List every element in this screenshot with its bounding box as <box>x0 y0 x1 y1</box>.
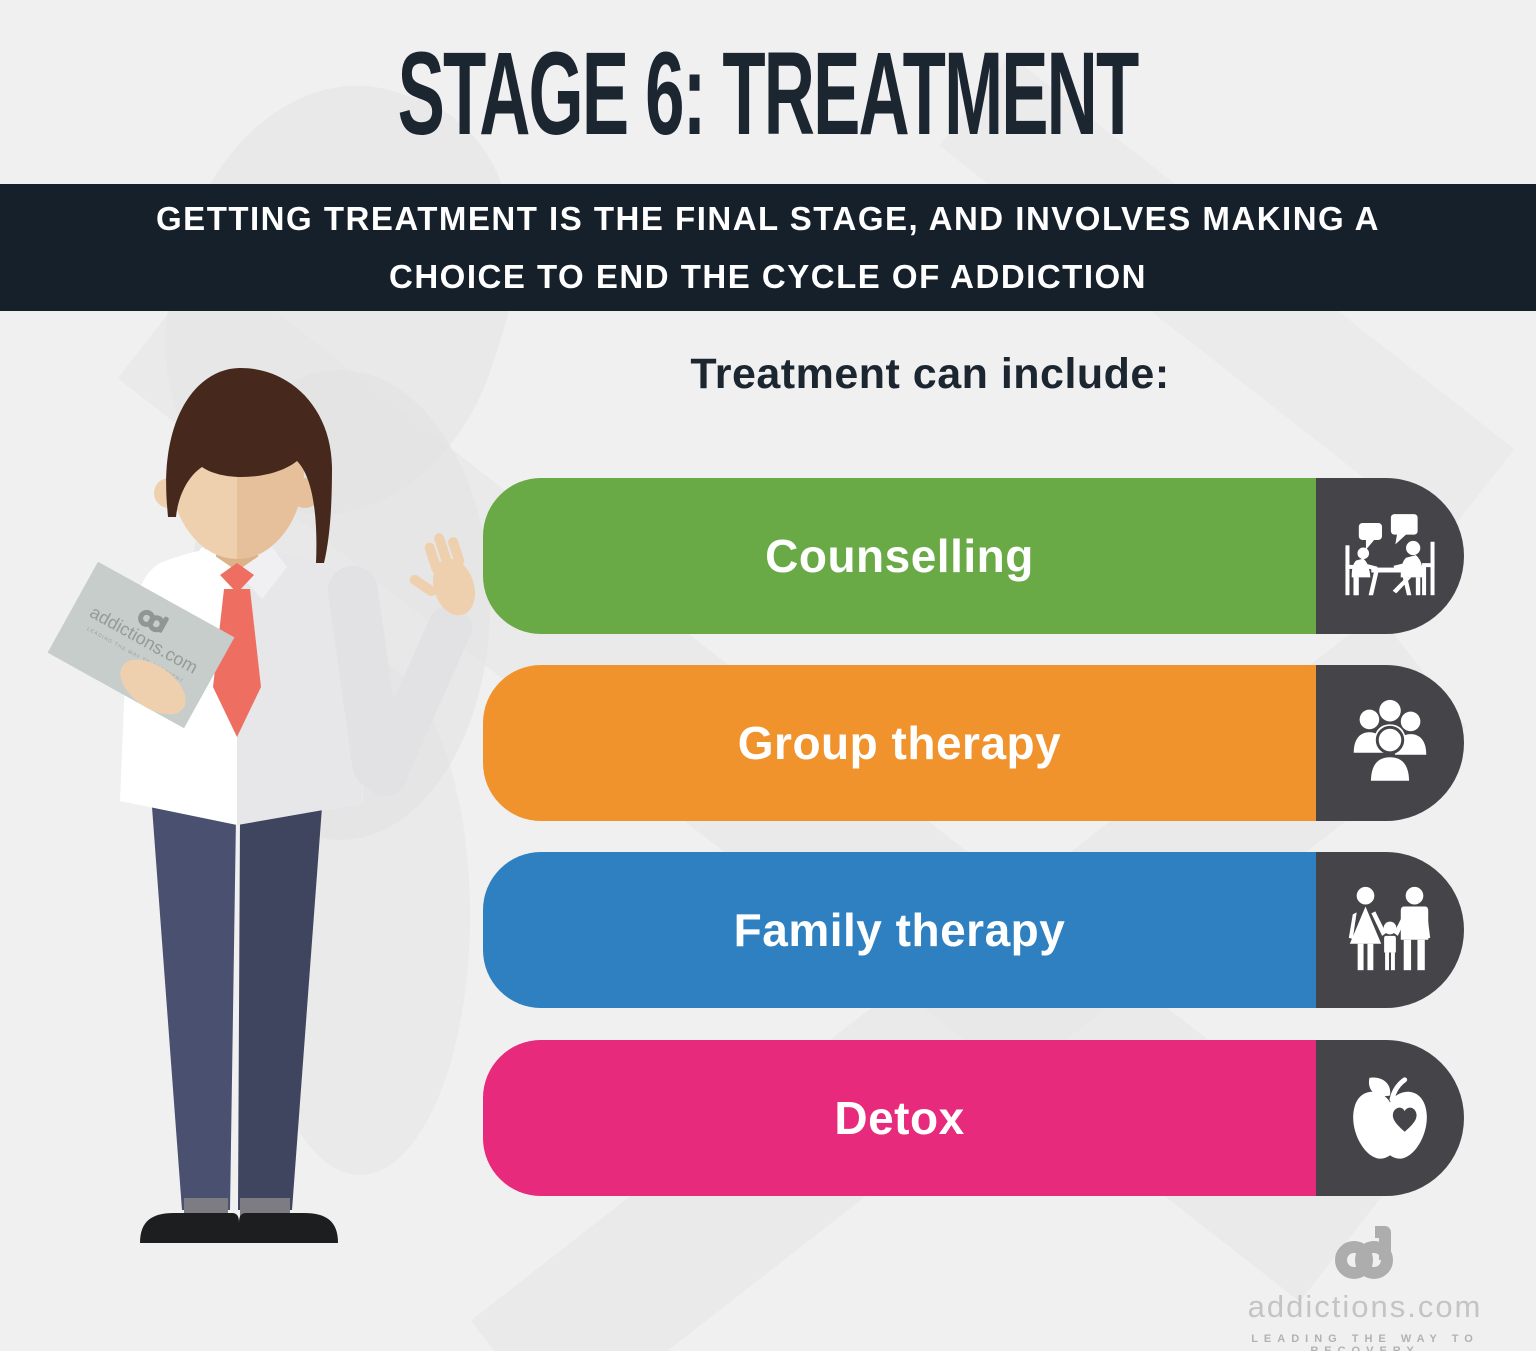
counselling-bar: Counselling <box>483 478 1316 634</box>
family-therapy-icon <box>1348 886 1431 971</box>
character-leg <box>152 807 236 1210</box>
character-collar <box>237 547 287 599</box>
detox-bar: Detox <box>483 1040 1316 1196</box>
group-therapy-label: Group therapy <box>737 717 1062 769</box>
counselling-icon-capsule <box>1316 478 1464 634</box>
detox-icon <box>1353 1077 1427 1159</box>
banner-line-1: GETTING TREATMENT IS THE FINAL STAGE, AN… <box>156 199 1380 237</box>
banner-line-2: CHOICE TO END THE CYCLE OF ADDICTION <box>388 257 1148 295</box>
family-therapy-icon-capsule <box>1316 852 1464 1008</box>
group-therapy-icon-capsule <box>1316 665 1464 821</box>
detox-label: Detox <box>834 1092 965 1144</box>
character-shoe <box>239 1213 338 1243</box>
character-raised-arm <box>327 565 472 796</box>
presenter-character: addictions.com LEADING THE WAY TO RECOVE… <box>47 367 490 1243</box>
section-heading: Treatment can include: <box>690 350 1170 398</box>
group-therapy-icon <box>1353 699 1427 784</box>
counselling-label: Counselling <box>765 530 1034 582</box>
counselling-icon <box>1345 514 1435 596</box>
intro-banner: GETTING TREATMENT IS THE FINAL STAGE, AN… <box>0 184 1536 311</box>
character-collar <box>187 547 237 599</box>
treatment-row-group-therapy: Group therapy <box>483 665 1464 821</box>
group-therapy-bar: Group therapy <box>483 665 1316 821</box>
character-hair <box>166 367 332 563</box>
character-shoe <box>140 1213 239 1243</box>
character-tie-knot <box>220 563 254 593</box>
brochure-logo-glyph <box>138 609 169 633</box>
treatment-row-counselling: Counselling <box>483 478 1464 634</box>
addictions-logo-icon <box>1335 1226 1393 1279</box>
character-leg <box>238 807 322 1210</box>
character-tie <box>213 589 261 737</box>
character-open-hand <box>409 533 476 616</box>
family-therapy-bar: Family therapy <box>483 852 1316 1008</box>
character-thumb <box>120 659 186 715</box>
footer-tagline-text: LEADING THE WAY TO RECOVERY <box>1251 1333 1479 1351</box>
family-therapy-label: Family therapy <box>733 904 1066 956</box>
treatment-row-detox: Detox <box>483 1040 1464 1196</box>
detox-icon-capsule <box>1316 1040 1464 1196</box>
footer-brand-logo: addictions.com LEADING THE WAY TO RECOVE… <box>1215 1224 1515 1351</box>
page-title: STAGE 6: TREATMENT <box>398 28 1140 160</box>
footer-brand-text: addictions.com <box>1247 1289 1483 1324</box>
treatment-row-family-therapy: Family therapy <box>483 852 1464 1008</box>
